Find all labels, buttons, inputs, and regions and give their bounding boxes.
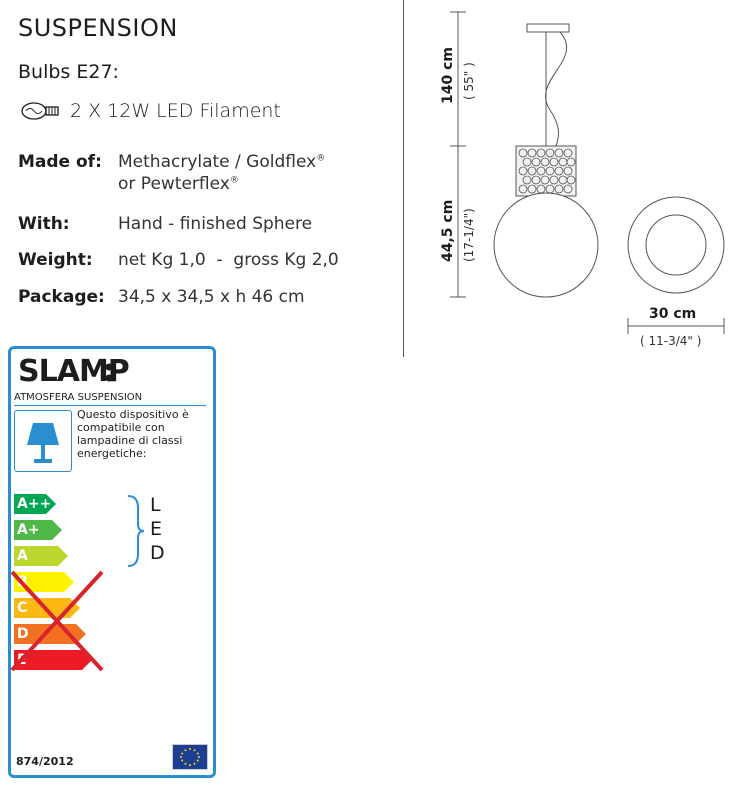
cable-height-label: 140 cm <box>440 47 456 104</box>
filament-row: 2 X 12W LED Filament <box>20 100 281 122</box>
body-height-label: 44,5 cm <box>440 199 456 262</box>
excluded-classes-cross-icon <box>10 570 104 672</box>
brand-logo-dots <box>105 363 113 382</box>
compatibility-text: Questo dispositivo è compatibile con lam… <box>77 408 189 460</box>
spec-label-with: With: <box>18 214 70 234</box>
product-title: SUSPENSION <box>18 14 178 42</box>
diameter-inch-label: ( 11-3/4" ) <box>640 334 702 348</box>
spec-label-weight: Weight: <box>18 250 93 270</box>
spec-value-package: 34,5 x 34,5 x h 46 cm <box>118 287 305 307</box>
led-letter-d: D <box>150 542 165 564</box>
diameter-label: 30 cm <box>649 306 697 322</box>
cable-height-inch-label: ( 55" ) <box>462 62 476 100</box>
brace-icon <box>127 495 145 567</box>
body-height-inch-label: (17-1/4") <box>462 208 476 262</box>
regulation-number: 874/2012 <box>16 755 74 768</box>
spec-value-with: Hand - finished Sphere <box>118 214 313 234</box>
lamp-icon <box>27 423 59 463</box>
lamp-icon-box <box>14 410 72 472</box>
led-letter-l: L <box>150 494 161 516</box>
spec-value-weight: net Kg 1,0 - gross Kg 2,0 <box>118 250 339 270</box>
vertical-divider <box>403 0 404 357</box>
spec-label-package: Package: <box>18 287 105 307</box>
led-letter-e: E <box>150 518 163 540</box>
model-name: ATMOSFERA SUSPENSION <box>14 392 206 406</box>
dimension-drawing <box>450 11 725 334</box>
bulbs-label: Bulbs E27: <box>18 61 119 83</box>
eu-flag-icon <box>172 744 208 770</box>
spec-label-made-of: Made of: <box>18 152 102 172</box>
brand-logo: SLAMP <box>18 354 130 389</box>
led-filament-bulb-icon <box>21 102 59 120</box>
spec-value-made-of-1: Methacrylate / Goldflex® <box>118 152 326 172</box>
filament-text: 2 X 12W LED Filament <box>70 100 281 122</box>
spec-value-made-of-2: or Pewterflex® <box>118 174 239 194</box>
